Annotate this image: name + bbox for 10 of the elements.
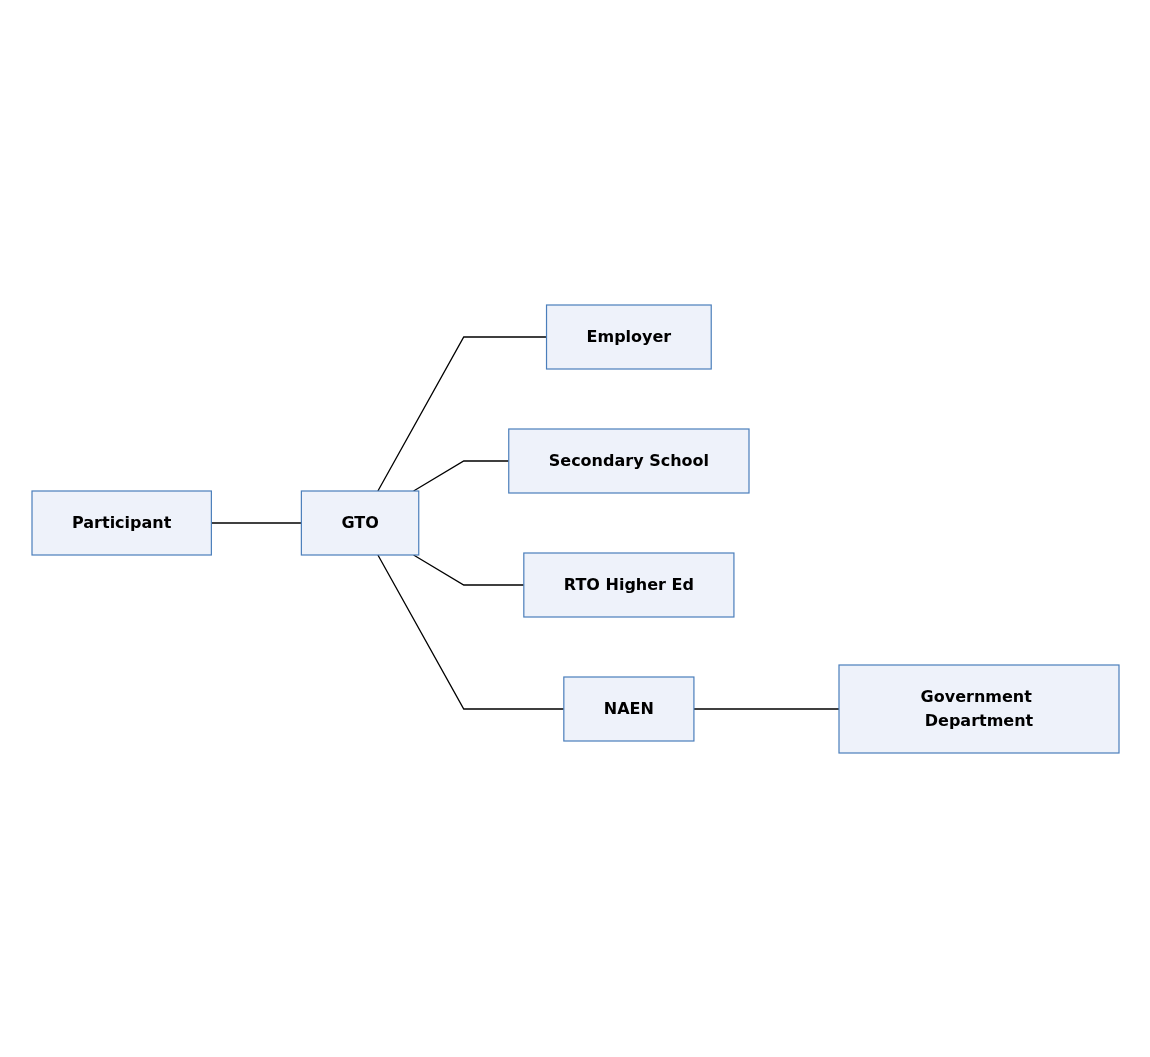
node-box: RTO Higher Ed xyxy=(522,551,735,618)
connector xyxy=(376,335,547,492)
node-box: Secondary School xyxy=(507,427,750,494)
node-box: NAEN xyxy=(562,675,694,742)
connector xyxy=(412,553,524,586)
node-box: Participant xyxy=(30,489,212,556)
node-box: Employer xyxy=(545,303,712,370)
node-box: Government Department xyxy=(837,663,1120,754)
connector xyxy=(376,553,564,710)
node-box: GTO xyxy=(300,489,419,556)
